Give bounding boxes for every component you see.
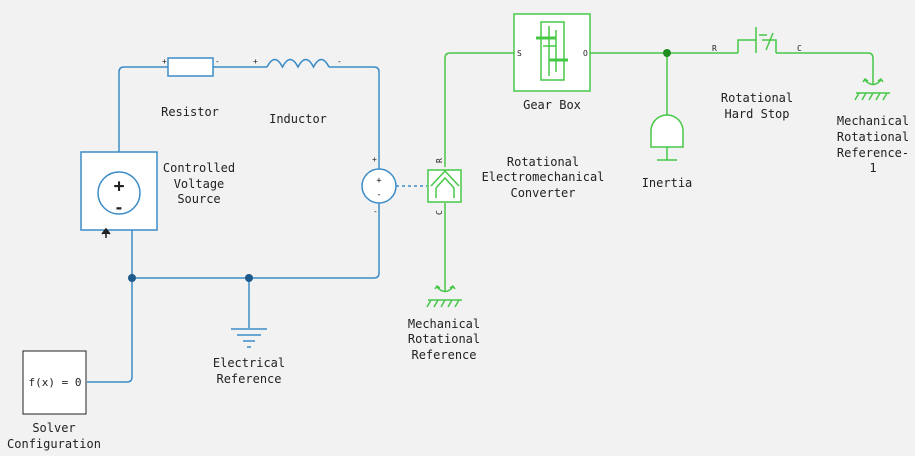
mech-ref1-label-line3: Reference- <box>837 146 909 160</box>
solver-label-line1: Solver <box>32 421 75 435</box>
electrical-reference-block[interactable]: Electrical Reference <box>213 328 285 386</box>
inductor-minus-port: - <box>337 57 342 66</box>
hardstop-c-port: C <box>797 44 802 53</box>
controlled-voltage-source-block[interactable]: + - Controlled Voltage Source <box>80 151 235 238</box>
gearbox-o-port: O <box>583 49 588 58</box>
mech-ref-label-line1: Mechanical <box>408 317 480 331</box>
resistor-label: Resistor <box>161 105 219 119</box>
mechanical-rotational-reference-1-block[interactable]: Mechanical Rotational Reference- 1 <box>837 77 909 175</box>
hardstop-label-line1: Rotational <box>721 91 793 105</box>
cvs-plus-sign: + <box>114 176 125 197</box>
mech-ref1-label-line1: Mechanical <box>837 114 909 128</box>
junction-ground <box>245 274 253 282</box>
converter-c-port: C <box>435 210 444 215</box>
converter-circle-plus: + <box>376 176 382 186</box>
cvs-input-arrow-icon <box>101 227 111 238</box>
mech-ref1-label-line2: Rotational <box>837 130 909 144</box>
cvs-minus-sign: - <box>114 198 124 217</box>
rotational-hard-stop-block[interactable]: R C Rotational Hard Stop <box>712 27 802 121</box>
resistor-block[interactable]: + - Resistor <box>161 57 220 119</box>
converter-plus-port: + <box>372 155 377 164</box>
junction-cvs <box>128 274 136 282</box>
wire-bus-to-solver[interactable] <box>87 278 133 383</box>
converter-label-line1: Rotational <box>507 155 579 169</box>
converter-r-port: R <box>435 158 444 163</box>
gear-box-block[interactable]: S O Gear Box <box>513 13 591 112</box>
converter-minus-port: - <box>373 207 378 216</box>
hardstop-label-line2: Hard Stop <box>724 107 789 121</box>
junction-inertia <box>663 49 671 57</box>
inductor-plus-port: + <box>253 57 258 66</box>
wire-hardstop-to-mechref1[interactable] <box>776 52 874 85</box>
electrical-reference-label-line2: Reference <box>216 372 281 386</box>
solver-label-line2: Configuration <box>7 437 101 451</box>
cvs-label-line2: Voltage <box>174 177 225 191</box>
converter-label-line2: Electromechanical <box>482 170 605 184</box>
hardstop-r-port: R <box>712 44 717 53</box>
converter-circle-minus: - <box>376 190 381 200</box>
solver-formula: f(x) = 0 <box>29 376 82 389</box>
electrical-reference-label-line1: Electrical <box>213 356 285 370</box>
inertia-label: Inertia <box>642 176 693 190</box>
rotational-electromechanical-converter-block[interactable]: + - + - R C Rotational Electromechanical… <box>361 155 605 216</box>
resistor-plus-port: + <box>162 57 167 66</box>
converter-label-line3: Converter <box>510 186 575 200</box>
inductor-block[interactable]: + - Inductor <box>253 57 342 126</box>
gearbox-s-port: S <box>517 49 522 58</box>
wire-cvs-to-resistor[interactable] <box>118 66 168 152</box>
inertia-block[interactable]: Inertia <box>642 114 693 190</box>
wire-converter-to-bus[interactable] <box>132 203 380 279</box>
wire-converter-to-gearbox[interactable] <box>444 52 514 167</box>
cvs-label-line3: Source <box>177 192 220 206</box>
gearbox-label: Gear Box <box>523 98 581 112</box>
inductor-label: Inductor <box>269 112 327 126</box>
resistor-minus-port: - <box>215 57 220 66</box>
mech-ref1-label-line4: 1 <box>869 161 876 175</box>
mech-ref-label-line3: Reference <box>411 348 476 362</box>
mechanical-rotational-reference-block[interactable]: Mechanical Rotational Reference <box>408 284 480 362</box>
solver-configuration-block[interactable]: f(x) = 0 Solver Configuration <box>7 350 101 451</box>
wire-inductor-to-converter[interactable] <box>329 66 380 169</box>
cvs-label-line1: Controlled <box>163 161 235 175</box>
mech-ref-label-line2: Rotational <box>408 332 480 346</box>
